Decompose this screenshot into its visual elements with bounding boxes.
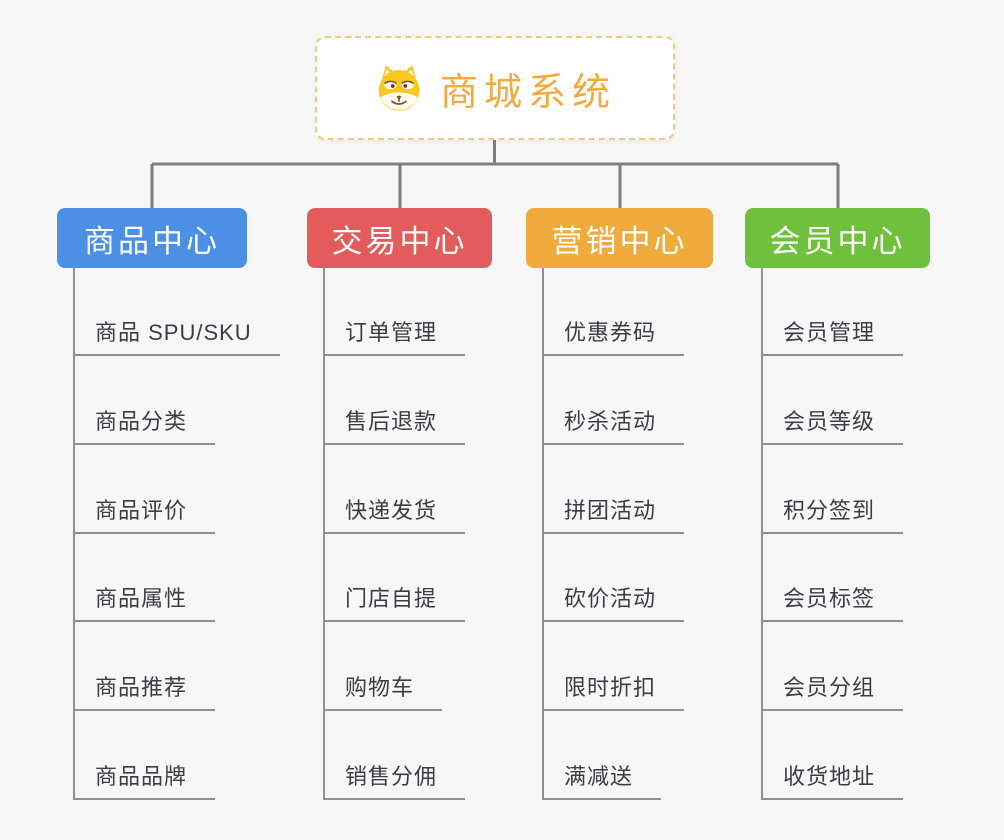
leaf-label: 商品推荐 bbox=[73, 670, 216, 712]
leaf-node[interactable]: 销售分佣 bbox=[323, 756, 466, 800]
leaf-node[interactable]: 满减送 bbox=[542, 756, 662, 800]
leaf-node[interactable]: 限时折扣 bbox=[542, 667, 685, 712]
leaf-label: 会员管理 bbox=[761, 315, 904, 356]
leaf-label: 商品属性 bbox=[73, 581, 216, 623]
branch-header[interactable]: 商品中心 bbox=[57, 208, 247, 268]
leaf-node[interactable]: 商品 SPU/SKU bbox=[73, 312, 280, 356]
leaf-label: 订单管理 bbox=[323, 315, 466, 356]
leaf-node[interactable]: 门店自提 bbox=[323, 578, 466, 623]
branch-body: 订单管理售后退款快递发货门店自提购物车销售分佣 bbox=[323, 268, 573, 813]
branch-body: 商品 SPU/SKU 商品分类商品评价商品属性商品推荐商品品牌 bbox=[73, 268, 323, 813]
branch-label: 会员中心 bbox=[769, 223, 906, 259]
branch-trunk-line bbox=[73, 268, 75, 800]
leaf-node[interactable]: 商品品牌 bbox=[73, 756, 216, 800]
branch-trunk-line bbox=[542, 268, 544, 800]
leaf-node[interactable]: 快递发货 bbox=[323, 490, 466, 534]
leaf-label: 销售分佣 bbox=[323, 759, 466, 800]
root-node[interactable]: 商城系统 bbox=[315, 36, 675, 140]
leaf-label: 砍价活动 bbox=[542, 581, 685, 623]
branch-label: 商品中心 bbox=[84, 223, 220, 259]
leaf-node[interactable]: 商品推荐 bbox=[73, 667, 216, 712]
leaf-label: 快递发货 bbox=[323, 493, 466, 534]
leaf-label: 会员标签 bbox=[761, 581, 904, 623]
leaf-label: 秒杀活动 bbox=[542, 404, 685, 445]
leaf-label: 门店自提 bbox=[323, 581, 466, 623]
leaf-node[interactable]: 会员标签 bbox=[761, 578, 904, 623]
leaf-label: 拼团活动 bbox=[542, 493, 685, 534]
branch-label: 交易中心 bbox=[331, 223, 468, 259]
leaf-label: 会员分组 bbox=[761, 670, 904, 712]
leaf-node[interactable]: 商品评价 bbox=[73, 490, 216, 534]
leaf-node[interactable]: 砍价活动 bbox=[542, 578, 685, 623]
branch-header[interactable]: 会员中心 bbox=[745, 208, 930, 268]
leaf-node[interactable]: 商品分类 bbox=[73, 401, 216, 445]
branch-body: 会员管理会员等级积分签到会员标签会员分组收货地址 bbox=[761, 268, 1004, 813]
branch-body: 优惠券码秒杀活动拼团活动砍价活动限时折扣满减送 bbox=[542, 268, 792, 813]
leaf-label: 优惠券码 bbox=[542, 315, 685, 356]
leaf-node[interactable]: 积分签到 bbox=[761, 490, 904, 534]
leaf-node[interactable]: 商品属性 bbox=[73, 578, 216, 623]
leaf-label: 商品分类 bbox=[73, 404, 216, 445]
leaf-node[interactable]: 优惠券码 bbox=[542, 312, 685, 356]
branch-product-center: 商品中心 商品 SPU/SKU 商品分类商品评价商品属性商品推荐商品品牌 bbox=[57, 208, 323, 813]
branch-marketing-center: 营销中心 优惠券码秒杀活动拼团活动砍价活动限时折扣满减送 bbox=[526, 208, 792, 813]
leaf-label: 会员等级 bbox=[761, 404, 904, 445]
branch-header[interactable]: 交易中心 bbox=[307, 208, 492, 268]
leaf-label: 购物车 bbox=[323, 670, 443, 712]
leaf-node[interactable]: 会员等级 bbox=[761, 401, 904, 445]
leaf-label: 商品品牌 bbox=[73, 759, 216, 800]
leaf-label: 满减送 bbox=[542, 759, 662, 800]
leaf-node[interactable]: 收货地址 bbox=[761, 756, 904, 800]
leaf-node[interactable]: 会员分组 bbox=[761, 667, 904, 712]
leaf-label: 收货地址 bbox=[761, 759, 904, 800]
leaf-node[interactable]: 秒杀活动 bbox=[542, 401, 685, 445]
branch-member-center: 会员中心 会员管理会员等级积分签到会员标签会员分组收货地址 bbox=[745, 208, 1004, 813]
branch-header[interactable]: 营销中心 bbox=[526, 208, 713, 268]
branch-trunk-line bbox=[761, 268, 763, 800]
leaf-label: 售后退款 bbox=[323, 404, 466, 445]
leaf-node[interactable]: 会员管理 bbox=[761, 312, 904, 356]
leaf-node[interactable]: 售后退款 bbox=[323, 401, 466, 445]
root-title: 商城系统 bbox=[439, 71, 616, 114]
leaf-label: 积分签到 bbox=[761, 493, 904, 534]
leaf-node[interactable]: 订单管理 bbox=[323, 312, 466, 356]
leaf-node[interactable]: 拼团活动 bbox=[542, 490, 685, 534]
branch-trade-center: 交易中心 订单管理售后退款快递发货门店自提购物车销售分佣 bbox=[307, 208, 573, 813]
leaf-label: 限时折扣 bbox=[542, 670, 685, 712]
leaf-label: 商品评价 bbox=[73, 493, 216, 534]
leaf-node[interactable]: 购物车 bbox=[323, 667, 443, 712]
leaf-label: 商品 SPU/SKU bbox=[73, 315, 280, 356]
branch-label: 营销中心 bbox=[551, 223, 688, 259]
branch-trunk-line bbox=[323, 268, 325, 800]
shiba-dog-icon bbox=[378, 65, 420, 111]
